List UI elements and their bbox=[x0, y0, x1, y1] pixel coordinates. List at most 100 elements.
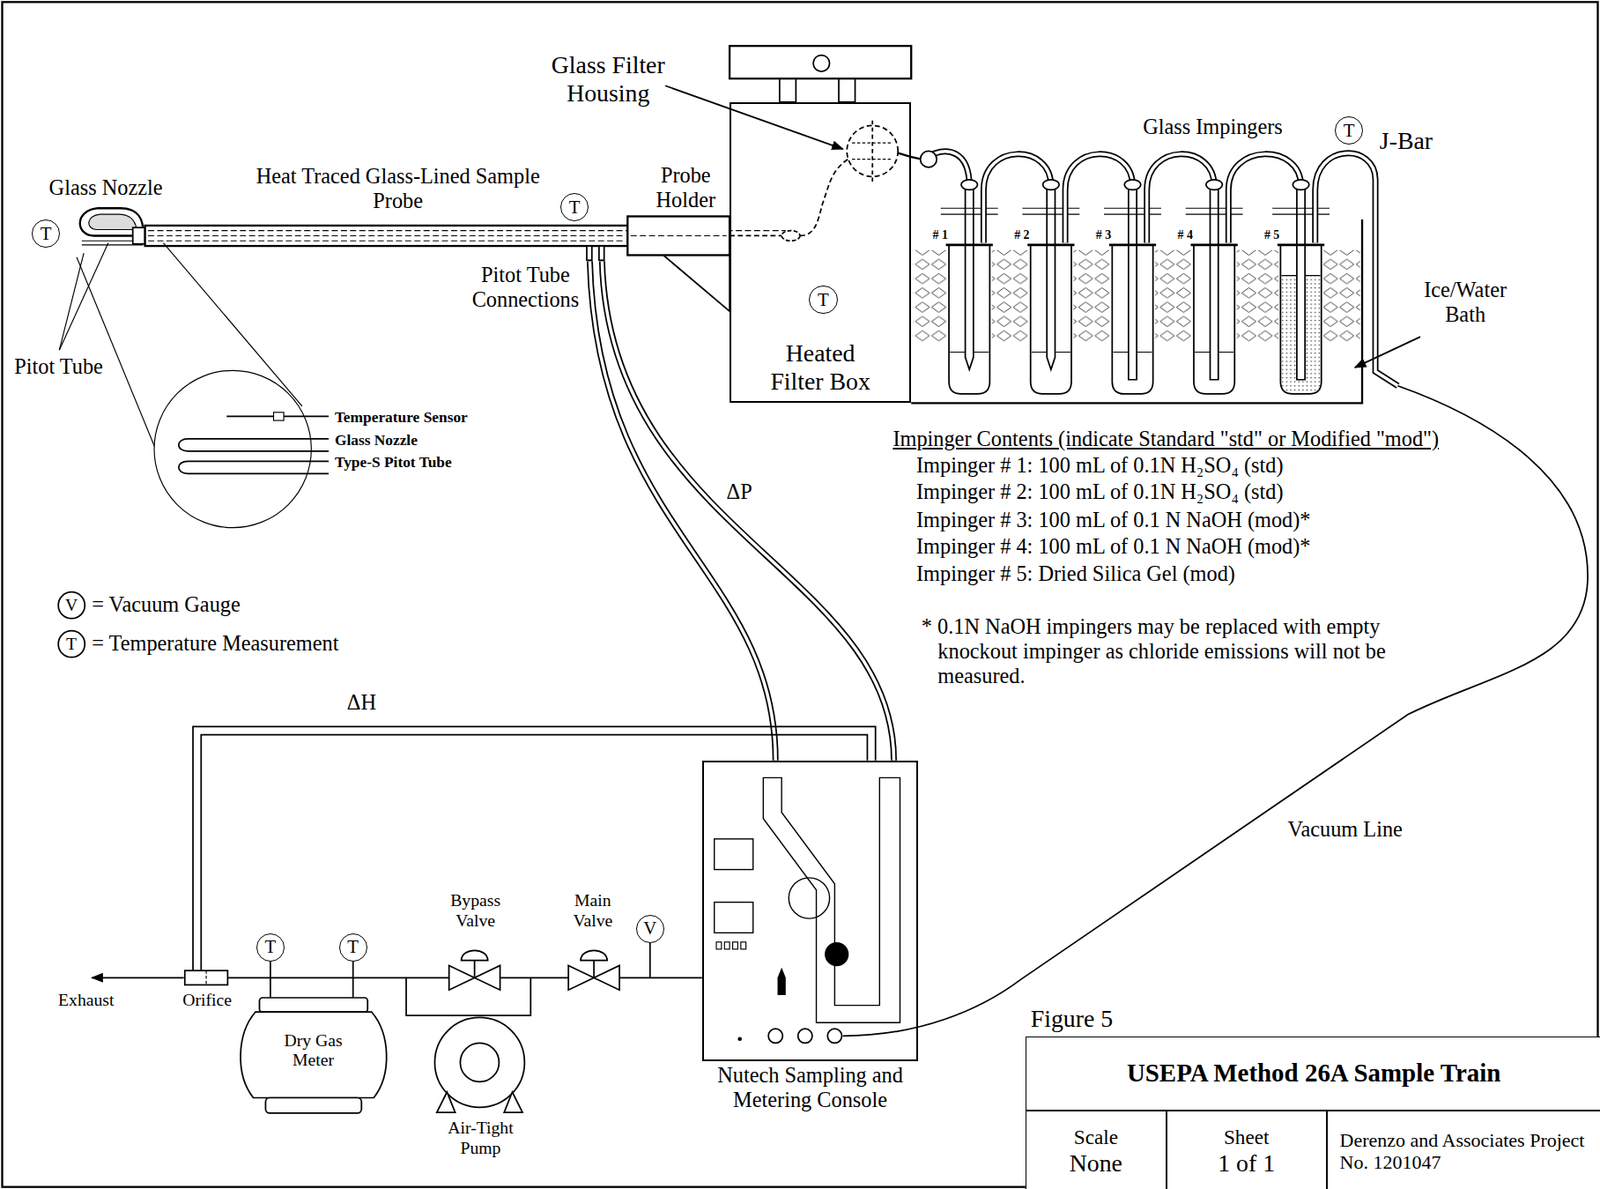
illustration-path bbox=[871, 120, 874, 182]
illustration-path bbox=[406, 977, 531, 1015]
part-label: Glass Nozzle bbox=[49, 175, 163, 200]
illustration-path bbox=[665, 85, 843, 149]
illustration-path bbox=[178, 460, 329, 474]
illustration-path bbox=[762, 777, 900, 1023]
illustration-rect bbox=[913, 250, 948, 342]
illustration-rect bbox=[265, 1096, 362, 1112]
note-line: Impinger # 1: 100 mL of 0.1N H₂SO₄ (std) bbox=[916, 452, 1284, 478]
part-label: Probe Holder bbox=[642, 162, 729, 213]
illustration-g bbox=[923, 151, 1398, 386]
part-label: Pitot Tube bbox=[14, 354, 104, 379]
illustration-path bbox=[843, 385, 1588, 1037]
illustration-path bbox=[59, 243, 109, 351]
note-line: Impinger # 4: 100 mL of 0.1 N NaOH (mod)… bbox=[916, 533, 1311, 559]
illustration-path bbox=[178, 438, 329, 452]
illustration-path bbox=[200, 734, 867, 971]
node-text: None bbox=[1069, 1148, 1123, 1178]
illustration-rect bbox=[133, 227, 146, 245]
illustration-circle bbox=[737, 1036, 742, 1041]
symbol-letter: T bbox=[40, 224, 52, 244]
illustration-use bbox=[940, 187, 999, 394]
note-line: Impinger # 3: 100 mL of 0.1 N NaOH (mod)… bbox=[916, 507, 1311, 533]
illustration-ellipse bbox=[1043, 179, 1060, 191]
illustration-path bbox=[800, 159, 848, 237]
illustration-circle bbox=[768, 1028, 783, 1043]
illustration-use bbox=[1022, 187, 1080, 394]
sensor-stem bbox=[352, 961, 355, 998]
illustration-path bbox=[1355, 336, 1421, 368]
illustration-path bbox=[91, 976, 184, 978]
illustration-rect bbox=[716, 941, 722, 949]
illustration-path bbox=[437, 1091, 523, 1112]
illustration-path bbox=[1147, 154, 1215, 244]
legend-symbol: T bbox=[57, 629, 86, 659]
illustration-rect bbox=[627, 215, 730, 255]
illustration-rect bbox=[838, 78, 856, 103]
legend-symbol: V bbox=[57, 591, 86, 620]
illustration-rect bbox=[185, 970, 229, 985]
illustration-path bbox=[777, 967, 786, 995]
part-label: Orifice bbox=[171, 989, 244, 1010]
vacuum-gauge-symbol: V bbox=[636, 914, 665, 943]
sensor-stem bbox=[269, 961, 272, 998]
footnote: * 0.1N NaOH impingers may be replaced wi… bbox=[921, 614, 1443, 689]
illustration-path bbox=[1065, 154, 1133, 244]
illustration-line bbox=[148, 235, 625, 237]
node-text: USEPA Method 26A Sample Train bbox=[1126, 1058, 1501, 1088]
node-text: 1 of 1 bbox=[1217, 1148, 1275, 1178]
symbol-letter: T bbox=[817, 290, 830, 310]
illustration-path bbox=[1228, 154, 1301, 244]
temperature-symbol: T bbox=[1334, 116, 1363, 145]
illustration-rect bbox=[714, 902, 754, 934]
illustration-ellipse bbox=[1206, 179, 1223, 191]
illustration-rect bbox=[1155, 250, 1193, 342]
part-label: Glass Nozzle bbox=[334, 431, 418, 450]
illustration-rect bbox=[599, 245, 605, 260]
node-text: Heated Filter Box bbox=[759, 339, 882, 396]
illustration-rect bbox=[1323, 250, 1361, 342]
legend-text: = Temperature Measurement bbox=[91, 630, 339, 656]
illustration-path bbox=[649, 942, 652, 978]
title-cell: USEPA Method 26A Sample Train bbox=[1025, 1036, 1600, 1112]
illustration-line bbox=[630, 235, 727, 237]
part-label: Temperature Sensor bbox=[334, 408, 468, 427]
metering-console: Nutech Sampling and Metering Console bbox=[702, 760, 919, 1062]
figure-number: Figure 5 bbox=[1030, 1004, 1113, 1033]
heated-filter-box: Heated Filter Box T bbox=[729, 102, 912, 404]
illustration-ellipse bbox=[781, 230, 800, 242]
dry-gas-meter: Dry Gas Meter bbox=[237, 997, 391, 1115]
part-label: Exhaust bbox=[58, 989, 114, 1010]
illustration-path bbox=[589, 260, 776, 760]
part-label: Bypass Valve bbox=[438, 889, 512, 930]
node-text: Sheet bbox=[1223, 1125, 1269, 1149]
illustration-circle bbox=[788, 877, 830, 919]
part-label: Ice/Water Bath bbox=[1408, 277, 1521, 327]
illustration-path bbox=[983, 154, 1051, 244]
illustration-rect bbox=[740, 941, 747, 949]
part-label: Pitot Tube Connections bbox=[459, 262, 593, 312]
illustration-ellipse bbox=[1124, 179, 1141, 191]
temperature-symbol: T bbox=[560, 192, 589, 222]
node-text: Dry Gas Meter bbox=[272, 1029, 355, 1070]
illustration-circle bbox=[813, 55, 830, 73]
illustration-circle bbox=[920, 150, 938, 168]
note-line: Impinger # 5: Dried Silica Gel (mod) bbox=[916, 561, 1236, 586]
callout-number: # 4 bbox=[1177, 228, 1193, 243]
illustration-circle bbox=[459, 1042, 499, 1082]
illustration-rect bbox=[1073, 250, 1111, 342]
callout-number: # 2 bbox=[1014, 228, 1030, 243]
temperature-symbol: T bbox=[808, 285, 838, 314]
illustration-path bbox=[729, 235, 782, 238]
note-line: Impinger # 2: 100 mL of 0.1N H₂SO₄ (std) bbox=[916, 479, 1284, 504]
symbol-letter: T bbox=[265, 937, 277, 956]
callout-number: # 5 bbox=[1264, 228, 1280, 243]
temperature-symbol: T bbox=[256, 933, 285, 962]
illustration-circle bbox=[798, 1028, 813, 1043]
illustration-path bbox=[88, 214, 137, 230]
symbol-letter: V bbox=[643, 918, 657, 938]
symbol-letter: T bbox=[347, 937, 359, 956]
illustration-rect bbox=[729, 45, 912, 79]
illustration-path bbox=[474, 960, 476, 978]
